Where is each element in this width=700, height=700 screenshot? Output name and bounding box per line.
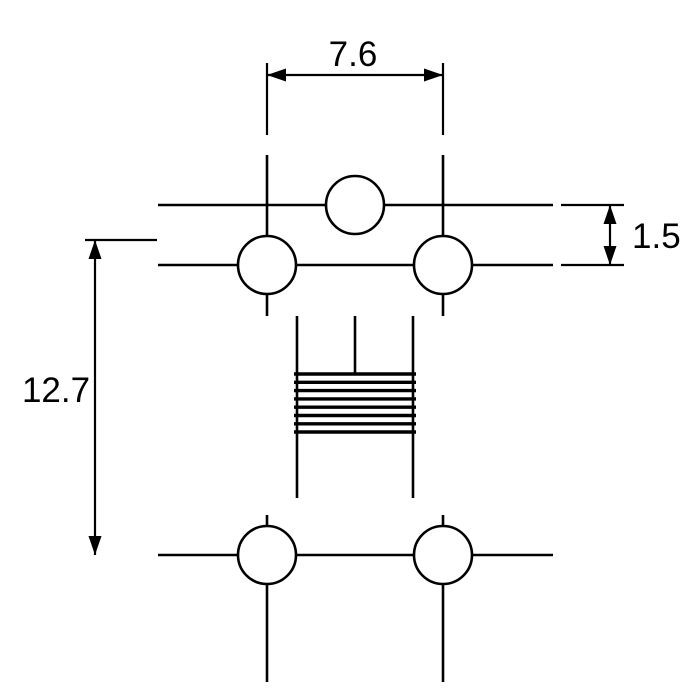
- arrowhead-down: [603, 246, 617, 265]
- dimension-label-right: 1.5: [632, 217, 681, 256]
- arrowhead-up: [603, 205, 617, 224]
- dimension-top-width: 7.6: [265, 35, 445, 135]
- pad-holes: [236, 174, 474, 586]
- dimension-label-left: 12.7: [22, 371, 90, 410]
- arrowhead-up: [88, 240, 102, 259]
- dimension-right-pitch: 1.5: [561, 203, 681, 267]
- pad-hole-bottom-right: [412, 524, 474, 586]
- arrowhead-left: [267, 68, 286, 82]
- pad-hole-bottom-left: [236, 524, 298, 586]
- arrowhead-down: [88, 536, 102, 555]
- thread-stripes: [294, 372, 416, 434]
- dimension-label-top: 7.6: [329, 35, 378, 74]
- pad-hole-mid-right: [412, 234, 474, 296]
- pad-hole-mid-left: [236, 234, 298, 296]
- pad-hole-top-center: [324, 174, 386, 236]
- pad-row-lines: [158, 203, 553, 557]
- arrowhead-right: [424, 68, 443, 82]
- dimension-left-height: 12.7: [22, 238, 157, 555]
